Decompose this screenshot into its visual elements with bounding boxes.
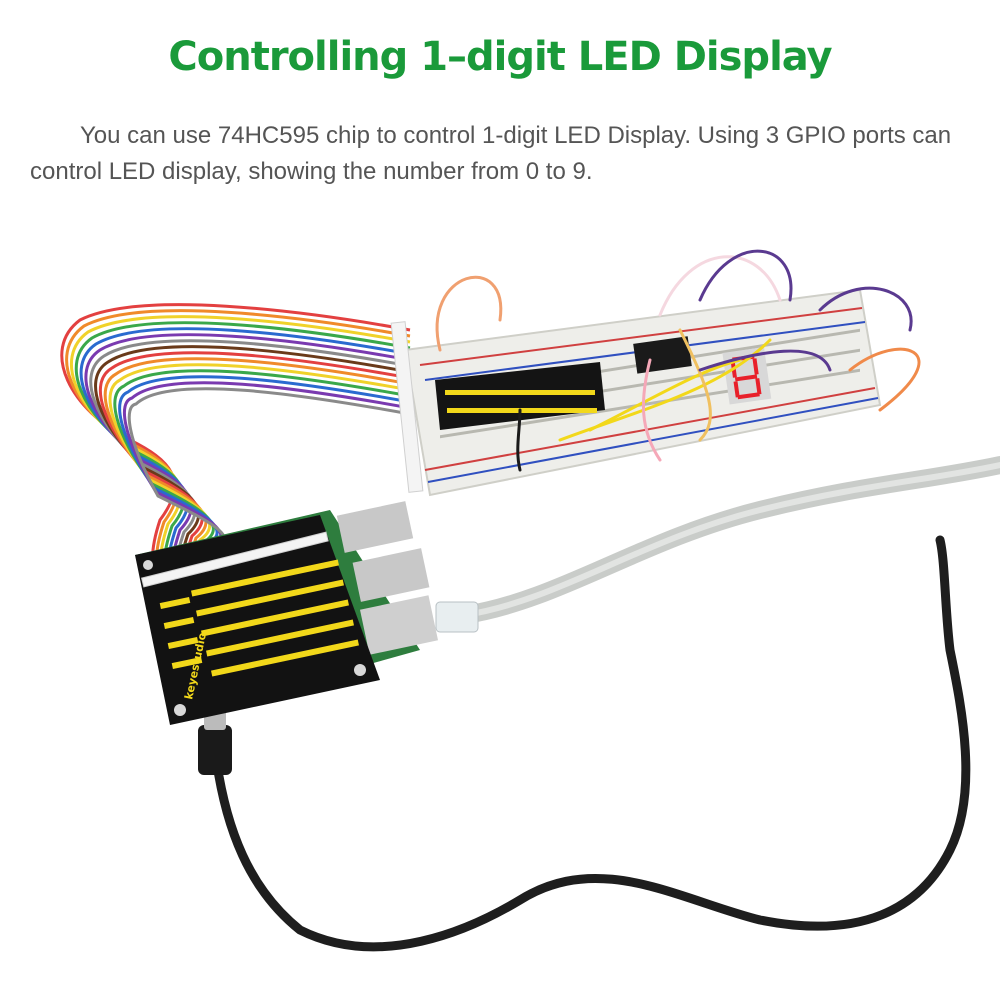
page-title: Controlling 1–digit LED Display xyxy=(168,34,832,80)
ethernet-cable xyxy=(435,456,1000,633)
jumper-wires xyxy=(435,249,921,472)
breadboard xyxy=(403,288,882,497)
intro-paragraph: You can use 74HC595 chip to control 1-di… xyxy=(30,122,952,185)
circuit-photo: keyestudio xyxy=(0,230,1000,1000)
ribbon-cable xyxy=(60,303,411,591)
cable-ties xyxy=(141,321,424,588)
